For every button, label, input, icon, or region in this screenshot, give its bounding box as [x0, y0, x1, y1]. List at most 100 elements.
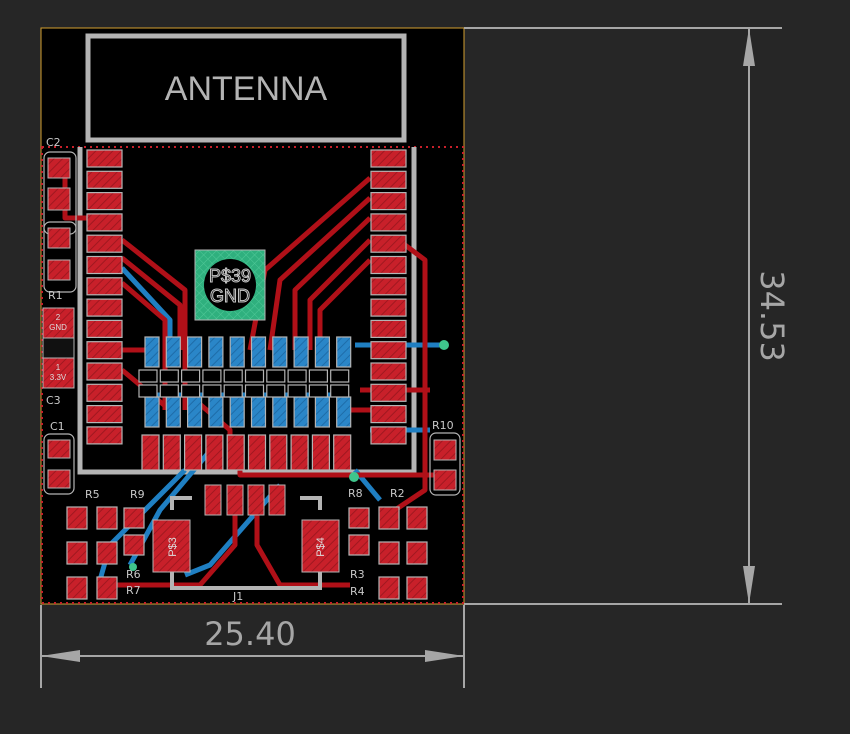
c2-label: C2	[46, 136, 61, 149]
r6-label: R6	[126, 568, 141, 581]
antenna-outline	[85, 33, 407, 143]
width-dimension[interactable]	[40, 605, 465, 688]
antenna-label: ANTENNA	[165, 70, 328, 108]
resistor-pad	[406, 541, 428, 565]
power-pin-2-name: GND	[49, 323, 67, 332]
module-pad-right	[370, 405, 407, 424]
top-traces	[62, 160, 440, 588]
module-cell	[223, 369, 243, 383]
module-pad-right	[370, 192, 407, 211]
module-pad-bottom	[269, 434, 288, 471]
height-dimension[interactable]	[464, 27, 782, 605]
r1-resistor[interactable]	[43, 221, 77, 293]
power-pin-2-pad[interactable]	[42, 307, 75, 339]
module-pad-right	[370, 426, 407, 445]
module-pad-bottom	[311, 434, 330, 471]
module-outline	[77, 147, 417, 475]
module-pad-right	[370, 383, 407, 402]
r2-r4-resistor-array[interactable]	[348, 506, 428, 600]
resistor-pad	[123, 534, 145, 556]
r3-label: R3	[350, 568, 365, 581]
module-pad-bottom	[247, 434, 267, 471]
width-dimension-value: 25.40	[204, 615, 296, 653]
r10-label: R10	[432, 419, 454, 432]
module-pad-bottom	[290, 434, 309, 471]
module-cell	[287, 384, 307, 398]
module-pads-bottom	[141, 434, 352, 471]
gnd-pad-label-2: GND	[210, 286, 250, 306]
j1-connector-pads[interactable]	[204, 484, 286, 516]
r2-label: R2	[390, 487, 405, 500]
module-cell	[159, 384, 179, 398]
c2-capacitor[interactable]	[43, 151, 77, 235]
module-pad-bottom	[226, 434, 245, 471]
module-pad-right	[370, 319, 407, 338]
c1-capacitor[interactable]	[43, 433, 75, 495]
ps3-pad[interactable]	[152, 519, 191, 573]
power-pin-1-name: 3.3V	[50, 373, 67, 382]
resistor-pad	[348, 534, 370, 556]
module-pad-right	[370, 234, 407, 253]
bottom-pad	[187, 396, 203, 428]
power-connector-body	[42, 337, 75, 359]
resistor-pad	[96, 576, 118, 600]
module-pad-right	[370, 298, 407, 317]
power-pin-1-number: 1	[56, 363, 61, 372]
module-pad-left	[86, 170, 123, 189]
via	[349, 472, 359, 482]
resistor-pad	[66, 506, 88, 530]
module-cell	[266, 369, 286, 383]
module-cell	[159, 369, 179, 383]
resistor-pad	[378, 541, 400, 565]
bottom-pad	[229, 396, 245, 428]
module-pad-bottom	[333, 434, 352, 471]
bottom-pad	[314, 396, 330, 428]
module-pad-right	[370, 149, 407, 168]
module-pad-right	[370, 213, 407, 232]
module-cell	[266, 384, 286, 398]
module-cell	[181, 384, 201, 398]
module-pad-bottom	[162, 434, 181, 471]
module-pad-right	[370, 255, 407, 275]
module-pad-bottom	[205, 434, 224, 471]
resistor-pad	[66, 576, 88, 600]
r1-label: R1	[48, 289, 63, 302]
bottom-pad	[208, 336, 224, 368]
module-cell	[202, 384, 222, 398]
bottom-pad	[272, 336, 288, 368]
r5-r7-resistor-array[interactable]	[66, 506, 145, 600]
via	[439, 340, 449, 350]
bottom-pad	[293, 336, 309, 368]
resistor-pad	[378, 576, 400, 600]
r10-resistor[interactable]	[429, 432, 461, 496]
bottom-pad	[336, 396, 352, 428]
keepout-outline	[41, 146, 464, 604]
module-cell	[244, 384, 265, 398]
bottom-pad	[272, 396, 288, 428]
module-cell	[308, 384, 328, 398]
bottom-pad	[336, 336, 352, 368]
power-pin-2-number: 2	[56, 313, 61, 322]
resistor-pad	[66, 541, 88, 565]
j1-label: J1	[232, 590, 243, 603]
module-cell	[287, 369, 307, 383]
bottom-layer-pads	[138, 336, 352, 428]
module-cell	[308, 369, 328, 383]
module-pad-left	[86, 383, 123, 402]
module-pad-left	[86, 149, 123, 168]
module-cell	[202, 369, 222, 383]
resistor-pad	[378, 506, 400, 530]
module-cell	[181, 369, 201, 383]
module-cell	[330, 369, 350, 383]
resistor-pad	[406, 506, 428, 530]
module-pad-left	[86, 255, 123, 275]
r7-label: R7	[126, 584, 141, 597]
resistor-pad	[96, 541, 118, 565]
module-cell	[138, 384, 158, 398]
module-pad-left	[86, 213, 123, 232]
bottom-pad	[165, 396, 181, 428]
module-pads-right	[370, 149, 407, 445]
power-pin-1-pad[interactable]	[42, 357, 75, 389]
resistor-pad	[406, 576, 428, 600]
